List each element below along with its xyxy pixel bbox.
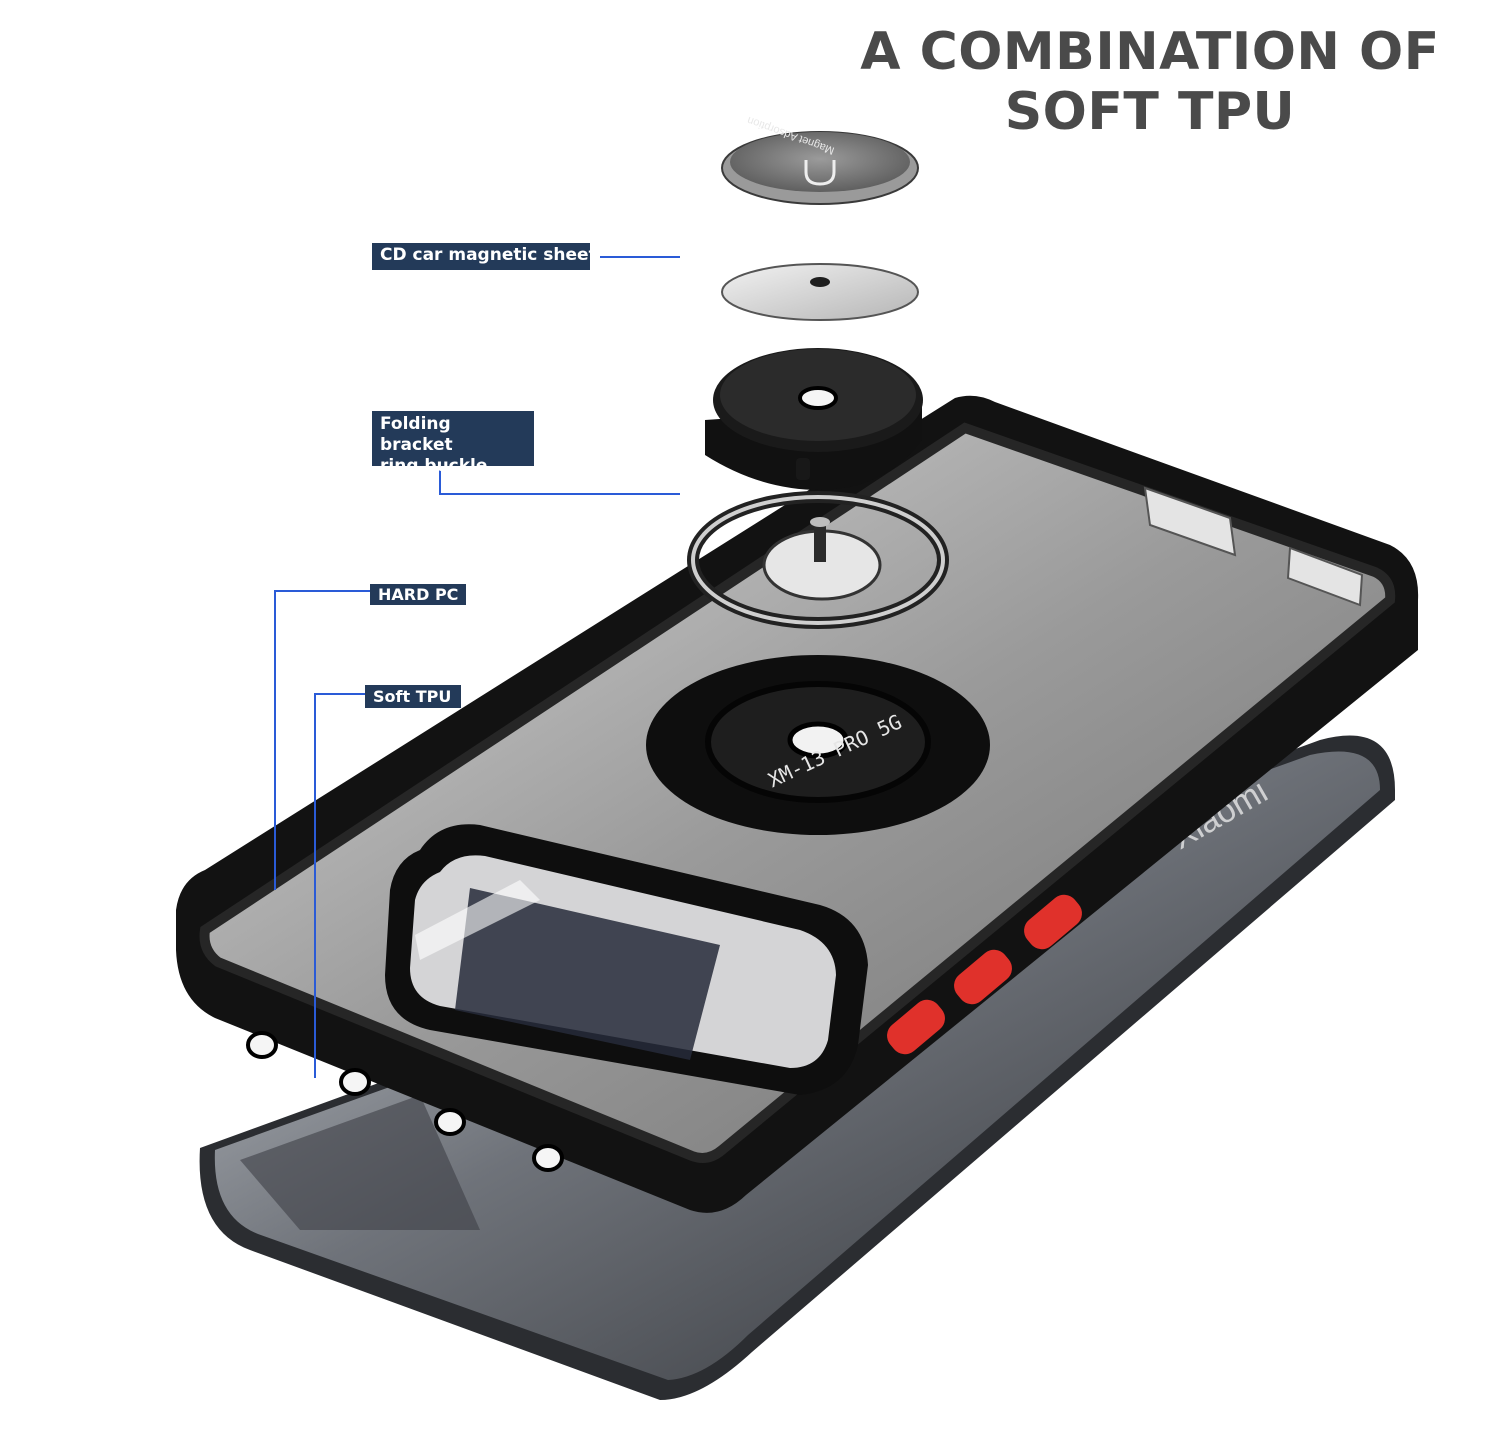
camera-cutout [385,824,868,1095]
callout-cd-magnetic-sheet: CD car magnetic sheet [372,243,597,270]
callout-folding-bracket: Folding bracket ring buckle [372,411,534,476]
callout-folding-line-1: Folding bracket [380,414,453,455]
ring-base: XM-13 PRO 5G [646,655,990,835]
leader-lines [274,256,680,1078]
callout-folding-line-2: ring buckle [380,456,488,476]
magnet-icon [804,160,836,186]
magnet-plate: Magnet Adsorption [721,114,919,205]
headline-line-1: A COMBINATION OF [860,22,1440,82]
callout-hard-pc: HARD PC [370,584,466,605]
callout-soft-tpu: Soft TPU [365,685,461,708]
metal-sheet [721,263,919,321]
folding-ring [687,491,949,629]
headline-line-2: SOFT TPU [1004,82,1296,142]
headline: A COMBINATION OF SOFT TPU [840,22,1460,142]
folding-bracket [705,348,923,490]
port-holes [246,1031,564,1172]
side-buttons [887,894,1082,1055]
